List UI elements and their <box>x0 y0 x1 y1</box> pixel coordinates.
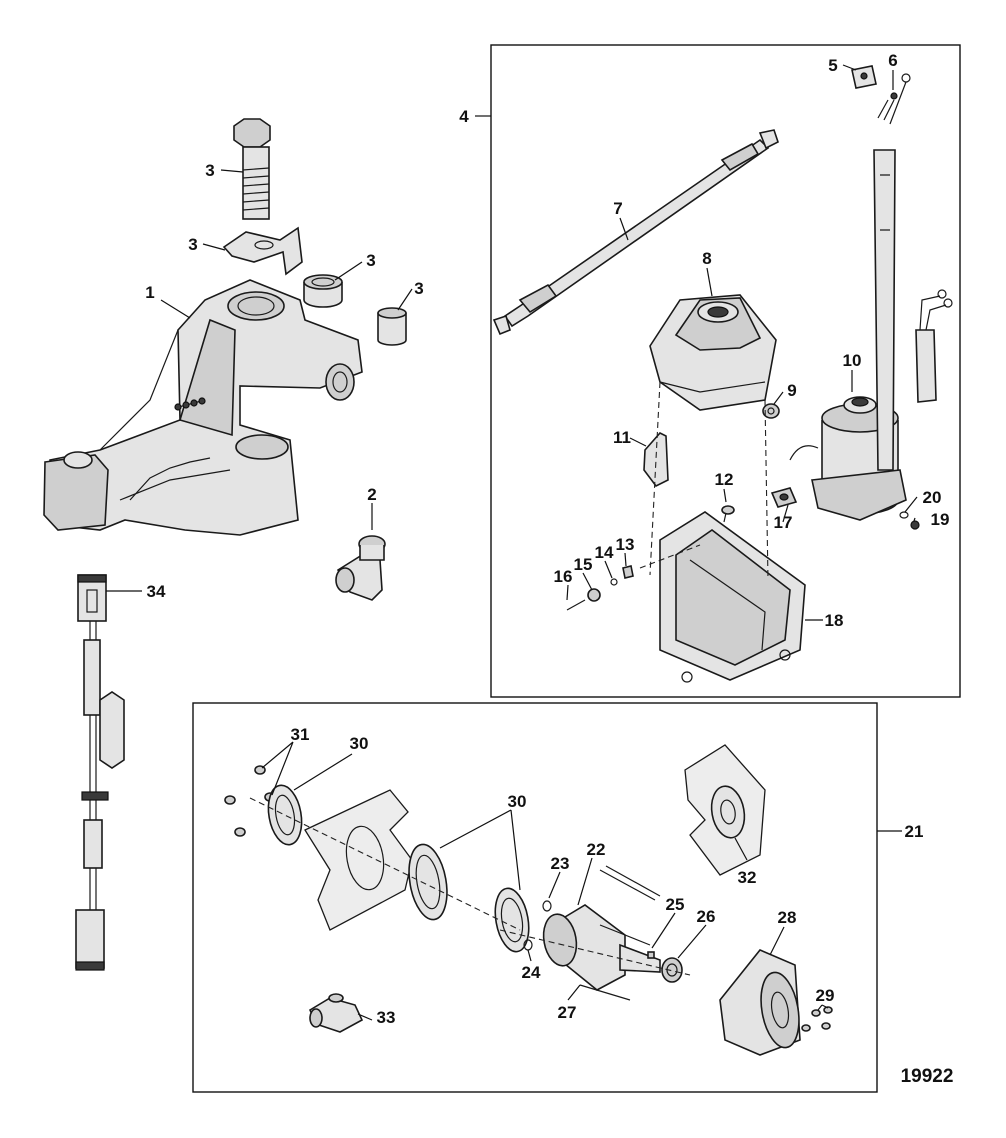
o-ring-part-23 <box>542 900 552 912</box>
connector-part-5 <box>851 65 877 89</box>
nuts-part-31 <box>224 765 276 837</box>
gasket-part-30 <box>408 843 448 921</box>
callout-30: 30 <box>350 734 369 753</box>
callout-4: 4 <box>459 107 469 126</box>
leader-lines <box>106 64 918 1021</box>
screws-part-29 <box>801 1006 833 1032</box>
callout-9: 9 <box>787 381 796 400</box>
callout-23: 23 <box>551 854 570 873</box>
callout-3: 3 <box>188 235 197 254</box>
callout-14: 14 <box>595 543 614 562</box>
transom-plate <box>304 789 413 931</box>
callout-2: 2 <box>367 485 376 504</box>
callout-3: 3 <box>205 161 214 180</box>
rod-part-7 <box>492 129 779 336</box>
motor-part-22 <box>542 865 661 1001</box>
cover-part-8 <box>649 294 777 411</box>
callout-19: 19 <box>931 510 950 529</box>
callout-22: 22 <box>587 840 606 859</box>
bracket-part-11 <box>643 432 669 488</box>
callout-20: 20 <box>923 488 942 507</box>
bracket-part-1 <box>43 279 363 536</box>
screw-part-12 <box>721 505 735 523</box>
callout-21: 21 <box>905 822 924 841</box>
assembly-21-box <box>192 702 878 1093</box>
figure-id: 19922 <box>901 1066 954 1087</box>
callout-17: 17 <box>774 513 793 532</box>
leads <box>915 289 953 403</box>
callout-32: 32 <box>738 868 757 887</box>
callout-33: 33 <box>377 1008 396 1027</box>
clip-part-9 <box>762 403 780 419</box>
callout-18: 18 <box>825 611 844 630</box>
plate-part-32 <box>684 744 766 876</box>
callout-5: 5 <box>828 56 837 75</box>
elbow-fitting-part-2 <box>335 535 386 601</box>
callout-7: 7 <box>613 199 622 218</box>
dash-line <box>649 381 661 576</box>
gasket-part-30 <box>267 784 303 846</box>
cable-part-6 <box>873 73 911 471</box>
sleeve-part-3 <box>377 307 407 346</box>
dash-line <box>499 929 691 976</box>
dash-line <box>639 544 701 569</box>
callout-27: 27 <box>558 1003 577 1022</box>
harness-part-34 <box>75 574 125 971</box>
callout-3: 3 <box>414 279 423 298</box>
callout-3: 3 <box>366 251 375 270</box>
assembly-4-box <box>490 44 961 698</box>
callout-11: 11 <box>613 428 631 447</box>
callout-34: 34 <box>147 582 166 601</box>
callout-15: 15 <box>574 555 593 574</box>
clip-part-3 <box>222 226 303 276</box>
grommet-part-17 <box>770 487 798 508</box>
callout-12: 12 <box>715 470 734 489</box>
key-part-25 <box>647 951 655 959</box>
fasteners-parts-19-20 <box>899 511 920 530</box>
bushing-part-3 <box>303 274 343 308</box>
callout-29: 29 <box>816 986 835 1005</box>
tee-fitting-part-33 <box>308 993 364 1033</box>
gasket <box>494 887 530 953</box>
callout-24: 24 <box>522 963 541 982</box>
callout-13: 13 <box>616 535 635 554</box>
callout-30: 30 <box>508 792 527 811</box>
hardware-parts-13-16 <box>566 565 634 611</box>
callout-8: 8 <box>702 249 711 268</box>
callout-1: 1 <box>145 283 154 302</box>
callout-28: 28 <box>778 908 797 927</box>
dash-line <box>764 399 769 581</box>
propeller-part-28 <box>719 949 801 1056</box>
callout-10: 10 <box>843 351 862 370</box>
dash-line <box>249 797 521 931</box>
callout-31: 31 <box>291 725 310 744</box>
callout-16: 16 <box>554 567 573 586</box>
callout-6: 6 <box>888 51 897 70</box>
callout-26: 26 <box>697 907 716 926</box>
bolt-part-3 <box>233 118 271 220</box>
nut-part-26 <box>661 957 683 983</box>
callout-25: 25 <box>666 895 685 914</box>
tray-part-18 <box>659 511 806 683</box>
